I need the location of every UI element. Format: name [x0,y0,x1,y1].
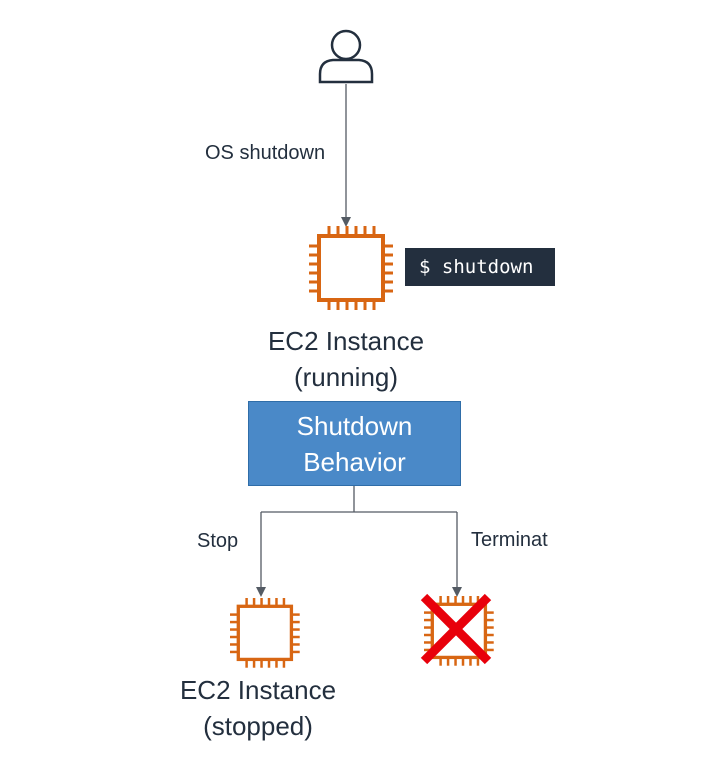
user-icon [318,29,374,84]
instance-running-label: EC2 Instance (running) [246,323,446,395]
cross-icon [420,593,492,665]
instance-stopped-state: (stopped) [203,711,313,741]
instance-running-title: EC2 Instance [267,326,425,356]
shutdown-command: $ shutdown [405,248,555,286]
terminate-label: Terminat [471,529,548,551]
instance-running-state: (running) [293,362,399,392]
stop-label: Stop [197,530,239,552]
ec2-chip-terminated-icon [420,593,494,666]
behavior-line1: Shutdown [296,410,413,441]
behavior-line2: Behavior [303,446,406,477]
instance-stopped-title: EC2 Instance [179,675,337,705]
ec2-chip-icon [230,598,300,668]
os-shutdown-label: OS shutdown [205,142,326,164]
behavior-connector [261,486,457,513]
shutdown-behavior-box: Shutdown Behavior [248,401,461,486]
instance-stopped-label: EC2 Instance (stopped) [158,672,358,744]
ec2-chip-icon [309,226,393,310]
